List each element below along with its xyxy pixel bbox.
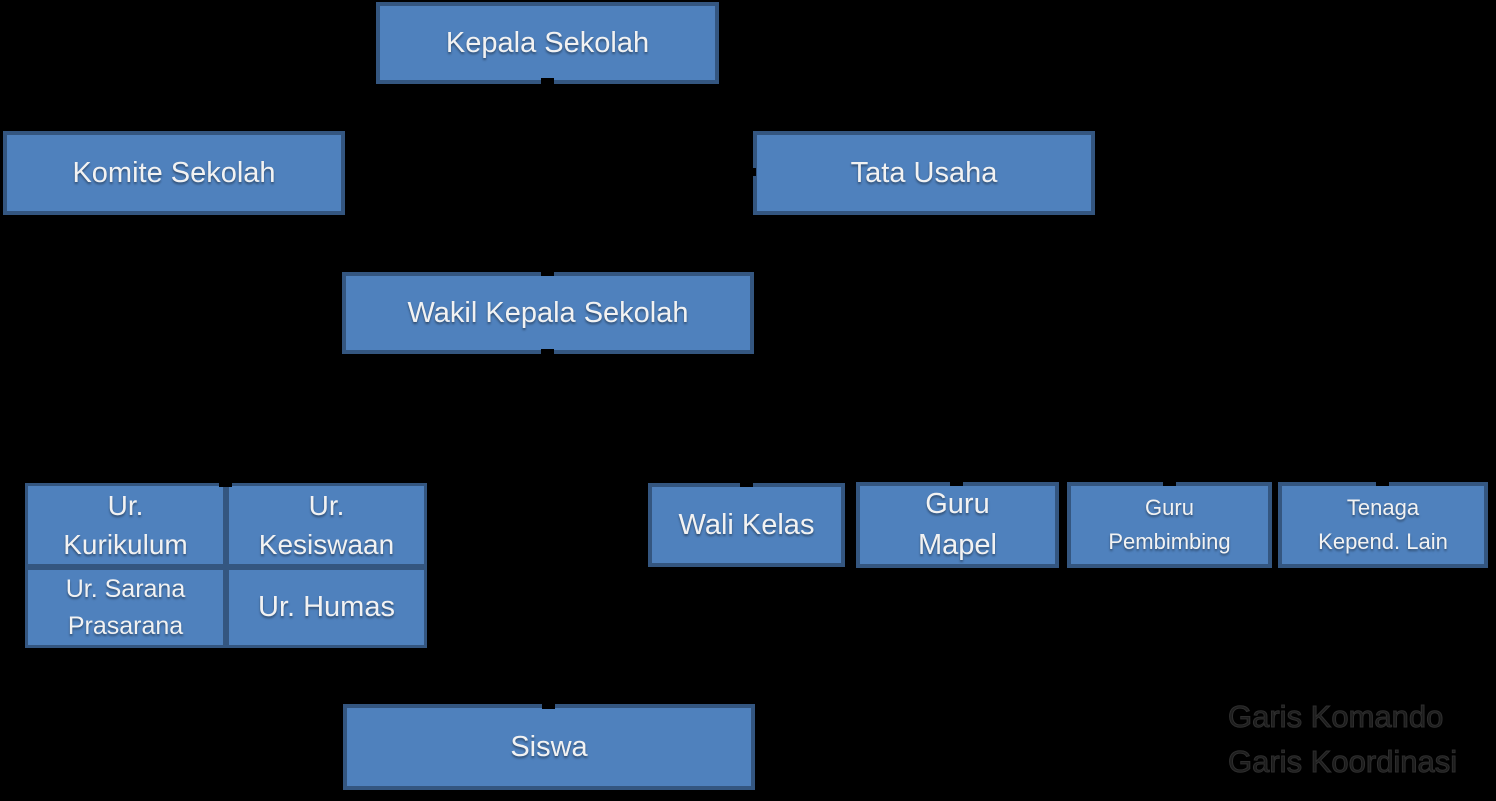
node-ur-sarana-prasarana: Ur. Sarana Prasarana [25, 567, 226, 648]
connector-stub-wali-top [740, 479, 753, 487]
node-ur-kesiswaan: Ur. Kesiswaan [226, 483, 427, 568]
connector-stub-kepala-bottom [541, 78, 554, 87]
connector-stub-urgrid-top [219, 479, 232, 487]
urusan-grid: Ur. Kurikulum Ur. Kesiswaan Ur. Sarana P… [25, 483, 427, 648]
node-wali-kelas: Wali Kelas [648, 483, 845, 567]
node-tenaga-kepend-lain: Tenaga Kepend. Lain [1278, 482, 1488, 568]
connector-stub-tata-left [746, 168, 756, 176]
node-tata-usaha: Tata Usaha [753, 131, 1095, 215]
connector-stub-wakil-top [541, 268, 554, 276]
connector-stub-pembimbing-top [1163, 478, 1176, 486]
node-komite-sekolah: Komite Sekolah [3, 131, 345, 215]
connector-stub-tenaga-top [1376, 478, 1389, 486]
node-ur-humas: Ur. Humas [226, 567, 427, 648]
node-wakil-kepala-sekolah: Wakil Kepala Sekolah [342, 272, 754, 354]
node-siswa: Siswa [343, 704, 755, 790]
legend-item-garis-komando: Garis Komando [1227, 699, 1444, 735]
node-guru-pembimbing: Guru Pembimbing [1067, 482, 1272, 568]
node-ur-kurikulum: Ur. Kurikulum [25, 483, 226, 568]
connector-stub-mapel-top [950, 478, 963, 486]
node-guru-mapel: Guru Mapel [856, 482, 1059, 568]
connector-stub-siswa-top [542, 701, 555, 709]
node-kepala-sekolah: Kepala Sekolah [376, 2, 719, 84]
legend: Garis Komando Garis Koordinasi [1227, 694, 1458, 784]
connector-stub-wakil-bottom [541, 349, 554, 357]
legend-item-garis-koordinasi: Garis Koordinasi [1227, 744, 1458, 780]
